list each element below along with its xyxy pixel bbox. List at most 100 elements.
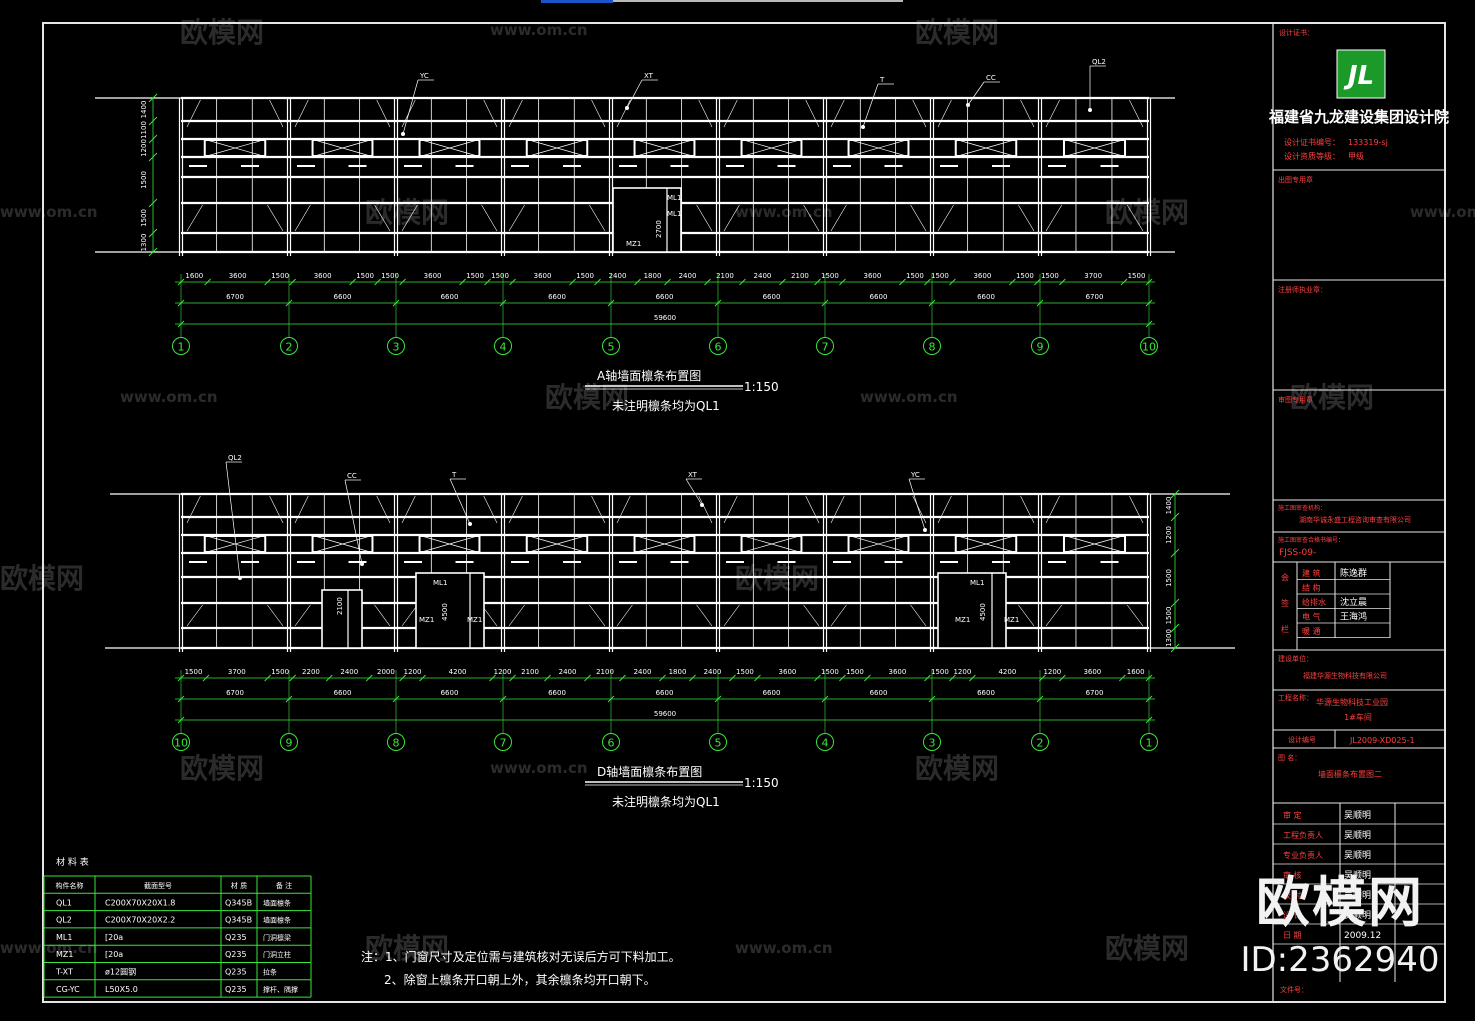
sub-dim-text: 1500 [1041,272,1059,280]
dim-tick [1059,278,1066,286]
table-cell: T-XT [55,968,73,977]
tie-rod [186,604,203,627]
approval-rows: 审 定吴顺明工程负责人吴顺明专业负责人吴顺明审 核吴顺明校 对吴顺明设 计吴顺明… [1273,803,1445,982]
cert-label: 设计证书编号： [1284,137,1340,147]
axis-bubble [1031,733,1049,751]
sign-role: 电 气 [1302,612,1321,622]
tie-rod [294,204,311,232]
tie-rod [1045,99,1060,128]
watermark-url: www.om.cn [490,21,588,39]
sub-dim-text: 1500 [821,272,839,280]
dim-tick [1039,674,1046,682]
table-header: 材 质 [231,881,247,890]
sub-dim-text: 2000 [377,668,395,676]
drawing-title: 墙面檩条布置图二 [1318,769,1382,779]
door-tag: MZ1 [467,616,482,624]
axis-label: 5 [608,341,615,354]
dim-tick [1170,512,1180,522]
bay-dim-text: 6600 [548,689,566,697]
bay-dim-text: 6600 [870,293,888,301]
member-tag: QL2 [1092,58,1106,66]
dim-tick [509,278,516,286]
elevation-d-title: D轴墙面檩条布置图 [597,764,702,779]
dim-tick [949,674,956,682]
sub-dim-text: 3600 [973,272,991,280]
watermark-text: 欧模网 [735,562,819,595]
axis-label: 8 [393,737,400,750]
window-frame [311,535,374,553]
approval-name: 吴顺明 [1344,830,1371,841]
window-frame [1062,535,1127,553]
tie-rod [1020,99,1035,128]
dim-tick [664,278,671,286]
tie-rod [1018,604,1035,627]
project-no-label: 施工图审查合格书编号： [1278,536,1344,544]
tie-rod [374,204,391,232]
tag-leader [967,81,985,106]
axis-label: 3 [929,737,936,750]
tie-rod [294,99,309,128]
axis-bubble [1140,733,1158,751]
door-tag: MZ1 [955,616,970,624]
window-frame [418,139,481,157]
design-cert-label: 设计证书： [1279,28,1314,37]
approval-name: 吴顺明 [1344,870,1371,881]
height-dim-text: 1100 [140,121,148,139]
axis-bubble [602,733,620,751]
watermark-text: 欧模网 [365,196,449,229]
tag-leader [402,79,419,135]
axis-bubble [172,733,190,751]
tag-dot [1088,108,1092,112]
approval-role: 日 期 [1283,931,1302,940]
tie-rod [294,495,309,524]
bay-dim-text: 6600 [977,689,995,697]
axis-label: 8 [929,341,936,354]
dim-tick [289,278,296,286]
bay-dim-text: 6600 [334,293,352,301]
sub-dim-text: 1600 [1127,668,1145,676]
axis-bubble [923,733,941,751]
tag-dot [468,522,472,526]
door-opening [937,572,1007,649]
axis-label: 4 [500,341,507,354]
approval-role: 审 核 [1283,870,1302,880]
dim-tick [399,278,406,286]
tie-rod [589,204,606,232]
window-frame [633,139,696,157]
dim-tick [289,674,296,682]
window-frame [203,139,267,157]
tie-rod [267,204,284,232]
sub-dim-text: 1800 [669,668,687,676]
tie-rod [401,604,418,627]
top-tab-bar [541,0,613,3]
sub-dim-text: 3700 [228,668,246,676]
dim-tick [399,674,406,682]
table-cell: Q345B [225,916,252,925]
tie-rod [1045,604,1063,627]
axis-label: 2 [1037,737,1044,750]
sign-role: 给排水 [1302,597,1326,607]
axis-bubble [709,337,727,355]
dim-tick [1059,674,1066,682]
sub-dim-text: 2400 [559,668,577,676]
table-cell: 门洞立柱 [263,950,291,959]
tie-rod [1129,99,1144,128]
member-tag: XT [688,471,698,479]
axis-bubble [387,337,405,355]
tie-rod [1018,204,1035,232]
tie-rod [269,99,284,128]
window-frame [311,139,374,157]
dim-tick [264,674,271,682]
member-tag: YC [419,72,429,80]
table-cell: Q235 [225,933,247,942]
dim-tick [864,674,871,682]
height-dim-text: 1300 [140,234,148,252]
tag-dot [360,562,364,566]
door-tag: MZ1 [626,240,641,248]
dim-tick [1170,643,1180,653]
bay-dim-text: 6600 [441,689,459,697]
tie-rod [616,495,631,524]
bay-dim-text: 6600 [334,689,352,697]
